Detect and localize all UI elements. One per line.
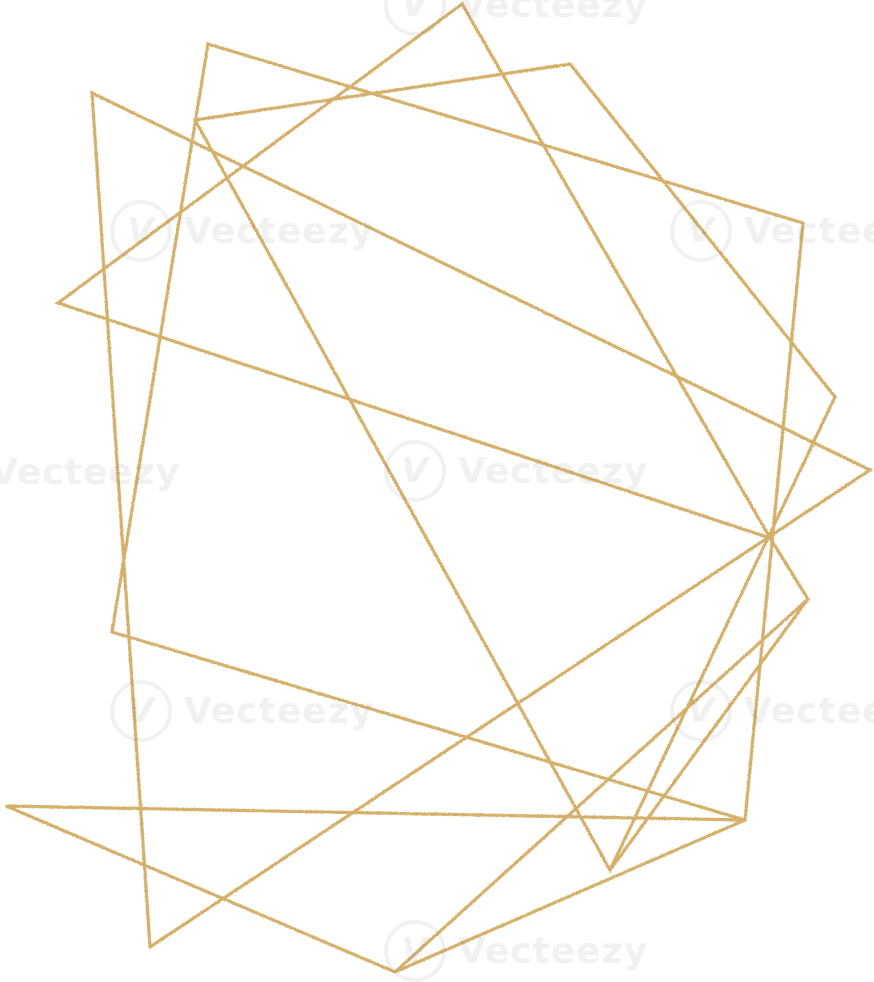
frame-triangle-left	[90, 90, 874, 950]
frame-triangle-bottom	[5, 804, 746, 974]
frame-triangle-top	[54, 1, 774, 541]
frame-line-lower	[393, 597, 810, 974]
frame-line-right	[608, 537, 810, 871]
frame-quad-diamond	[192, 62, 837, 874]
frame-quad-upper	[110, 41, 805, 823]
